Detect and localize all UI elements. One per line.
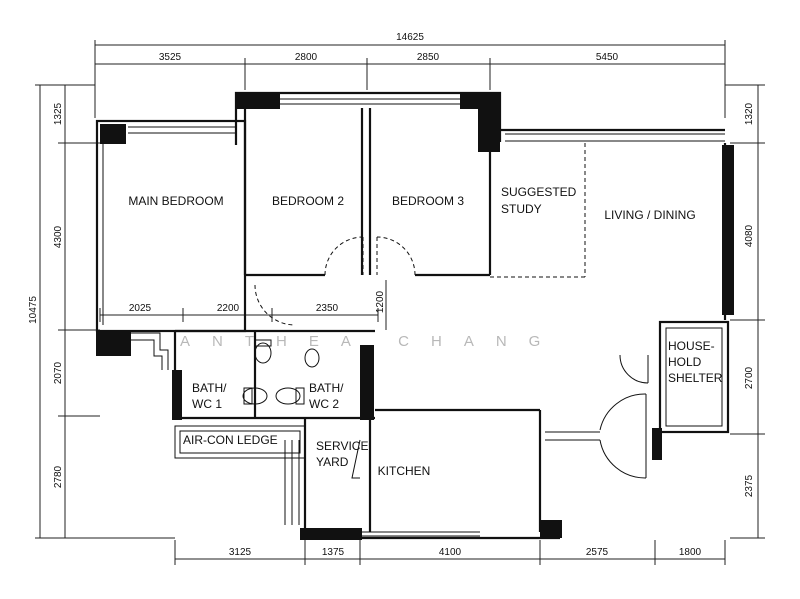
dim-bottom-1: 3125 <box>229 547 252 558</box>
dim-bottom-3: 4100 <box>439 547 462 558</box>
dim-left-2: 4300 <box>53 225 64 248</box>
dim-right-3: 2700 <box>744 366 755 389</box>
columns <box>96 93 734 540</box>
dim-left-3: 2070 <box>53 361 64 384</box>
dim-left-4: 2780 <box>53 465 64 488</box>
right-dimension-lines <box>725 84 765 539</box>
walls <box>95 91 730 540</box>
dim-internal-2: 2200 <box>217 303 240 314</box>
room-shelter-line1: HOUSE- <box>668 339 715 353</box>
dim-right-4: 2375 <box>744 474 755 497</box>
dim-bottom-2: 1375 <box>322 547 345 558</box>
top-dimension-lines <box>94 40 726 118</box>
bath-fixtures <box>242 339 320 405</box>
dim-internal-3: 2350 <box>316 303 339 314</box>
dim-right-1: 1320 <box>744 102 755 125</box>
dim-right-2: 4080 <box>744 224 755 247</box>
room-bath2-line2: WC 2 <box>309 397 339 411</box>
room-shelter-line3: SHELTER <box>668 371 723 385</box>
dim-top-2: 2800 <box>295 52 318 63</box>
dim-top-4: 5450 <box>596 52 619 63</box>
dim-left-1: 1325 <box>53 102 64 125</box>
bottom-dimension-lines <box>174 540 726 565</box>
room-bath2-line1: BATH/ <box>309 381 344 395</box>
room-service-line2: YARD <box>316 455 349 469</box>
room-bath1-line2: WC 1 <box>192 397 222 411</box>
room-study-line2: STUDY <box>501 202 542 216</box>
doors <box>254 236 649 479</box>
room-shelter-line2: HOLD <box>668 355 702 369</box>
room-main-bedroom: MAIN BEDROOM <box>128 194 223 208</box>
dim-left-overall: 10475 <box>28 296 39 324</box>
room-service-line1: SERVICE <box>316 439 368 453</box>
dim-internal-1: 2025 <box>129 303 152 314</box>
left-dimension-lines <box>35 84 175 539</box>
dim-top-overall: 14625 <box>396 32 424 43</box>
room-kitchen: KITCHEN <box>378 464 431 478</box>
dim-top-1: 3525 <box>159 52 182 63</box>
internal-dimension-lines <box>99 280 387 330</box>
room-study-line1: SUGGESTED <box>501 185 577 199</box>
room-aircon-ledge: AIR-CON LEDGE <box>183 433 278 447</box>
room-bedroom-2: BEDROOM 2 <box>272 194 344 208</box>
dim-bottom-5: 1800 <box>679 547 702 558</box>
dim-top-3: 2850 <box>417 52 440 63</box>
dim-internal-4: 1200 <box>375 290 386 313</box>
room-bath1-line1: BATH/ <box>192 381 227 395</box>
room-bedroom-3: BEDROOM 3 <box>392 194 464 208</box>
dim-bottom-4: 2575 <box>586 547 609 558</box>
room-living-dining: LIVING / DINING <box>604 208 695 222</box>
